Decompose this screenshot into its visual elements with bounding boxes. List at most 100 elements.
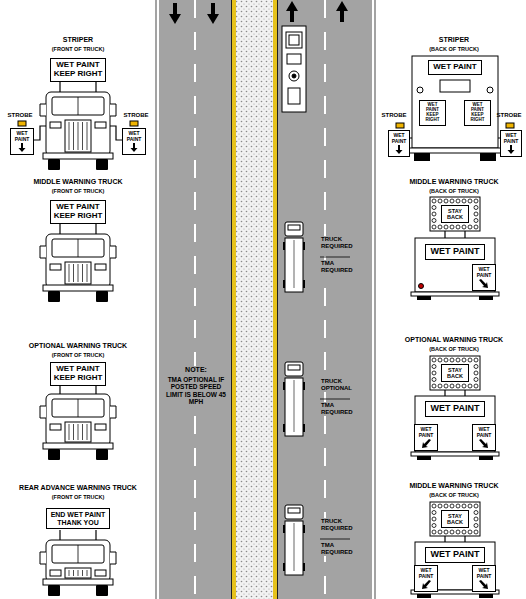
- sign-arrow: [479, 439, 488, 448]
- arrow-board-lamp: [456, 225, 460, 229]
- sign-board: WET PAINT KEEP RIGHT: [419, 100, 446, 126]
- truck-wheel: [96, 449, 108, 460]
- truck-mirror: [110, 552, 116, 564]
- truck-mirror: [110, 246, 116, 258]
- arrow-board-lamp: [438, 504, 442, 508]
- caption-label: OPTIONAL WARNING TRUCK: [385, 336, 523, 344]
- label-separator: [320, 257, 350, 258]
- sign-text: WET PAINT: [124, 131, 144, 142]
- sign-text: WET PAINT: [12, 131, 32, 142]
- truck-cab: [46, 92, 110, 156]
- sign-arm: [410, 137, 412, 138]
- direction-arrow: [211, 3, 215, 15]
- truck-body-rear: [415, 238, 495, 292]
- label-separator: [320, 539, 350, 540]
- sign-text: WET PAINT: [416, 568, 436, 579]
- tail-light: [419, 284, 424, 289]
- sign-text: WET PAINT KEEP RIGHT: [421, 103, 444, 123]
- truck-grille: [73, 264, 74, 282]
- truck-windshield: [78, 399, 79, 417]
- truck-mirror: [110, 406, 116, 418]
- truck-grille: [87, 264, 88, 282]
- sign-text: WET PAINT: [474, 427, 494, 438]
- truck-grille: [87, 122, 88, 150]
- truck-grille: [82, 424, 83, 440]
- truck-grille: [73, 122, 74, 150]
- arrow-board-lamp: [456, 384, 460, 388]
- arrow-board-lamp: [432, 225, 436, 229]
- sign-board: WET PAINT: [472, 264, 496, 291]
- truck-windshield: [78, 239, 79, 257]
- caption-label: STRIPER: [385, 36, 523, 44]
- truck-wheel: [479, 456, 493, 460]
- truck-top-view: [285, 222, 303, 236]
- truck-wheel: [283, 242, 285, 250]
- sign-arrow: [422, 580, 431, 589]
- striper-top-view: [289, 71, 299, 81]
- direction-arrow: [290, 10, 294, 22]
- truck-headlight: [50, 264, 61, 270]
- truck-bumper: [411, 452, 499, 456]
- truck-mirror: [40, 406, 46, 418]
- sign-post: [59, 82, 60, 92]
- truck-headlight: [95, 122, 106, 128]
- truck-grille: [69, 424, 70, 440]
- sign-post: [95, 82, 96, 92]
- sign-board: WET PAINT KEEP RIGHT: [50, 58, 106, 82]
- caption-label: (BACK OF TRUCK): [385, 188, 523, 194]
- arrow-board-lamp: [462, 225, 466, 229]
- direction-arrow: [336, 1, 348, 11]
- sign-text: STAY BACK: [443, 208, 467, 220]
- striper-detail: [487, 87, 493, 93]
- truck-grille: [78, 264, 79, 282]
- striper-top-view: [286, 32, 302, 48]
- sign-text: WET PAINT: [430, 63, 480, 72]
- arrow-board-lamp: [432, 365, 436, 369]
- arrow-board-lamp: [444, 358, 448, 362]
- truck-grille: [69, 264, 70, 282]
- road-note: TMA REQUIRED: [320, 402, 358, 416]
- sign-board: WET PAINT: [10, 128, 34, 155]
- strobe-light: [506, 123, 514, 128]
- sign-post: [59, 224, 60, 234]
- sign-arrow: [390, 145, 408, 154]
- striper-detail: [417, 87, 423, 93]
- sign-post: [59, 530, 60, 540]
- sign-text: WET PAINT: [427, 550, 483, 560]
- sign-arrow: [416, 439, 436, 448]
- sign-text: WET PAINT: [502, 133, 520, 144]
- sign-text: WET PAINT: [474, 267, 494, 278]
- truck-headlight: [95, 570, 106, 576]
- direction-arrow: [340, 10, 344, 22]
- truck-wheel: [96, 159, 108, 170]
- arrow-board-lamp: [432, 504, 436, 508]
- truck-wheel: [303, 525, 305, 533]
- arrow-board-lamp: [474, 371, 478, 375]
- sign-board: WET PAINT: [425, 401, 485, 417]
- truck-cab: [46, 234, 110, 288]
- truck-wheel: [417, 296, 431, 300]
- arrow-board-lamp: [450, 530, 454, 534]
- arrow-board-lamp: [474, 225, 478, 229]
- arrow-board-lamp: [432, 219, 436, 223]
- sign-board: STAY BACK: [441, 205, 469, 223]
- sign-arrow: [422, 439, 431, 448]
- strobe-light: [18, 121, 26, 126]
- truck-windshield: [52, 545, 104, 563]
- arrow-board-lamp: [468, 225, 472, 229]
- road-surface: [155, 0, 376, 599]
- sign-board: WET PAINT: [472, 565, 496, 592]
- road-note: TRUCK REQUIRED: [320, 236, 358, 250]
- caption-label: (FRONT OF TRUCK): [3, 46, 153, 52]
- arrow-board-lamp: [432, 384, 436, 388]
- sign-text: WET PAINT KEEP RIGHT: [52, 61, 104, 79]
- sign-post: [95, 224, 96, 234]
- arrow-board: [430, 502, 480, 536]
- lane-line: [324, 0, 326, 599]
- truck-wheel: [283, 525, 285, 533]
- truck-headlight: [50, 570, 61, 576]
- truck-top-view: [285, 378, 303, 436]
- road-note: NOTE:: [163, 366, 229, 374]
- arrow-board-lamp: [468, 504, 472, 508]
